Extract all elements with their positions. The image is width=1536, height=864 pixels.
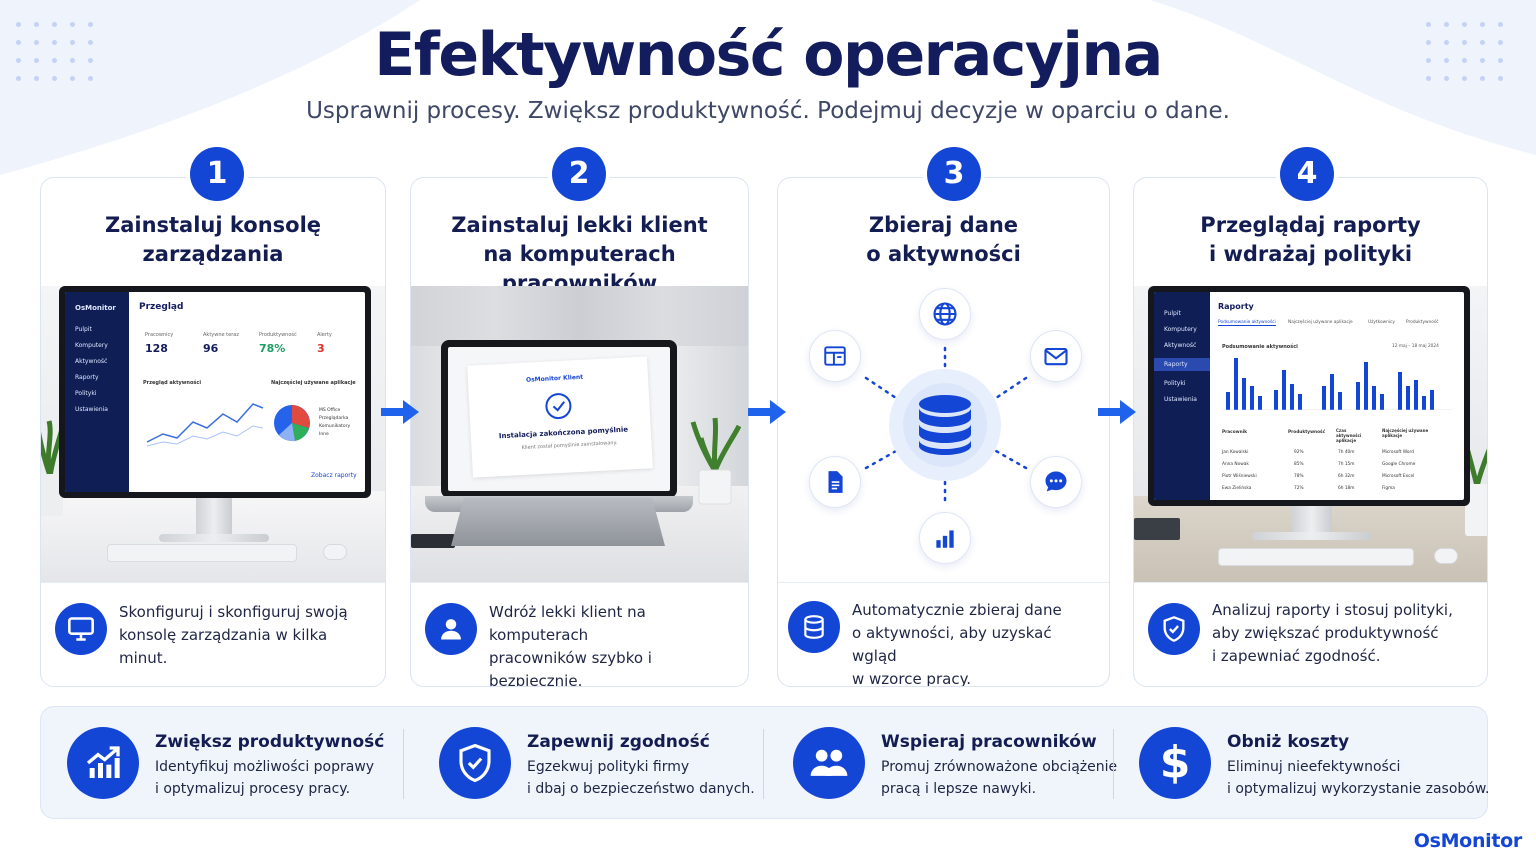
step-1-title: Zainstaluj konsolę zarządzania	[104, 213, 322, 266]
keyboard	[107, 544, 297, 562]
step-3-number: 3	[927, 147, 981, 201]
step-2-number: 2	[552, 147, 606, 201]
tab-activity-summary[interactable]: Podsumowanie aktywności	[1218, 320, 1276, 326]
growth-chart-icon	[67, 727, 139, 799]
step-2-title: Zainstaluj lekki klient na komputerach p…	[451, 213, 708, 295]
activity-bar-chart	[1222, 358, 1452, 410]
chat-icon	[1030, 456, 1082, 508]
step-2-description: Wdróż lekki klient na komputerach pracow…	[489, 603, 652, 687]
benefit-employees: Wspieraj pracowników Promuj zrównoważone…	[767, 707, 1117, 820]
decor-dots-right	[1426, 22, 1503, 81]
step-4-description: Analizuj raporty i stosuj polityki, aby …	[1212, 601, 1453, 665]
arrow-right-icon	[748, 400, 786, 424]
globe-icon	[919, 288, 971, 340]
console-monitor: OsMonitor Pulpit Komputery Aktywność Rap…	[59, 286, 371, 498]
step-2-illustration: OsMonitor Klient Instalacja zakończona p…	[411, 286, 748, 582]
step-3-card: Zbieraj dane o aktywności	[777, 177, 1110, 687]
step-1-description: Skonfiguruj i skonfiguruj swoją konsolę …	[119, 603, 348, 667]
decor-dots-left	[16, 22, 93, 81]
shield-check-icon	[1148, 603, 1200, 655]
page-subtitle: Usprawnij procesy. Zwiększ produktywność…	[306, 98, 1230, 124]
email-icon	[1030, 330, 1082, 382]
plant-icon	[689, 416, 742, 510]
benefit-compliance: Zapewnij zgodność Egzekwuj polityki firm…	[413, 707, 765, 820]
employee-laptop: OsMonitor Klient Instalacja zakończona p…	[441, 340, 677, 498]
user-icon	[425, 603, 477, 655]
step-1-number: 1	[190, 147, 244, 201]
database-icon	[788, 601, 840, 653]
reports-monitor: Pulpit Komputery Aktywność Raporty Polit…	[1148, 286, 1470, 506]
window-icon	[809, 330, 861, 382]
step-4-illustration: Pulpit Komputery Aktywność Raporty Polit…	[1134, 286, 1487, 582]
bar-chart-icon	[919, 512, 971, 564]
arrow-right-icon	[381, 400, 419, 424]
dollar-icon: $	[1139, 727, 1211, 799]
keyboard	[1218, 548, 1414, 566]
step-1-illustration: OsMonitor Pulpit Komputery Aktywność Rap…	[41, 286, 385, 582]
check-circle-icon	[544, 392, 573, 420]
page-title: Efektywność operacyjna	[374, 20, 1163, 90]
benefit-productivity: Zwiększ produktywność Identyfikuj możliw…	[41, 707, 403, 820]
tab-users[interactable]: Użytkownicy	[1368, 320, 1395, 325]
tab-top-apps[interactable]: Najczęściej używane aplikacje	[1288, 320, 1353, 325]
brand-logo: OsMonitor	[1413, 830, 1523, 852]
step-2-card: Zainstaluj lekki klient na komputerach p…	[410, 177, 749, 687]
step-1-card: Zainstaluj konsolę zarządzania OsMonitor…	[40, 177, 386, 687]
benefits-bar: Zwiększ produktywność Identyfikuj możliw…	[40, 706, 1489, 820]
step-3-description: Automatycznie zbieraj dane o aktywności,…	[852, 601, 1062, 687]
step-4-number: 4	[1280, 147, 1334, 201]
step-4-title: Przeglądaj raporty i wdrażaj polityki	[1200, 213, 1421, 266]
tab-productivity[interactable]: Produktywność	[1406, 320, 1439, 325]
step-4-card: Przeglądaj raporty i wdrażaj polityki Pu…	[1133, 177, 1488, 687]
view-reports-link[interactable]: Zobacz raporty	[311, 472, 357, 479]
arrow-right-icon	[1098, 400, 1136, 424]
apps-pie-chart	[274, 405, 310, 442]
monitor-icon	[55, 603, 107, 655]
document-icon	[809, 456, 861, 508]
database-hub-icon	[916, 394, 974, 460]
people-icon	[793, 727, 865, 799]
step-3-hub-diagram	[778, 286, 1109, 582]
shield-check-icon	[439, 727, 511, 799]
step-3-title: Zbieraj dane o aktywności	[866, 213, 1021, 266]
